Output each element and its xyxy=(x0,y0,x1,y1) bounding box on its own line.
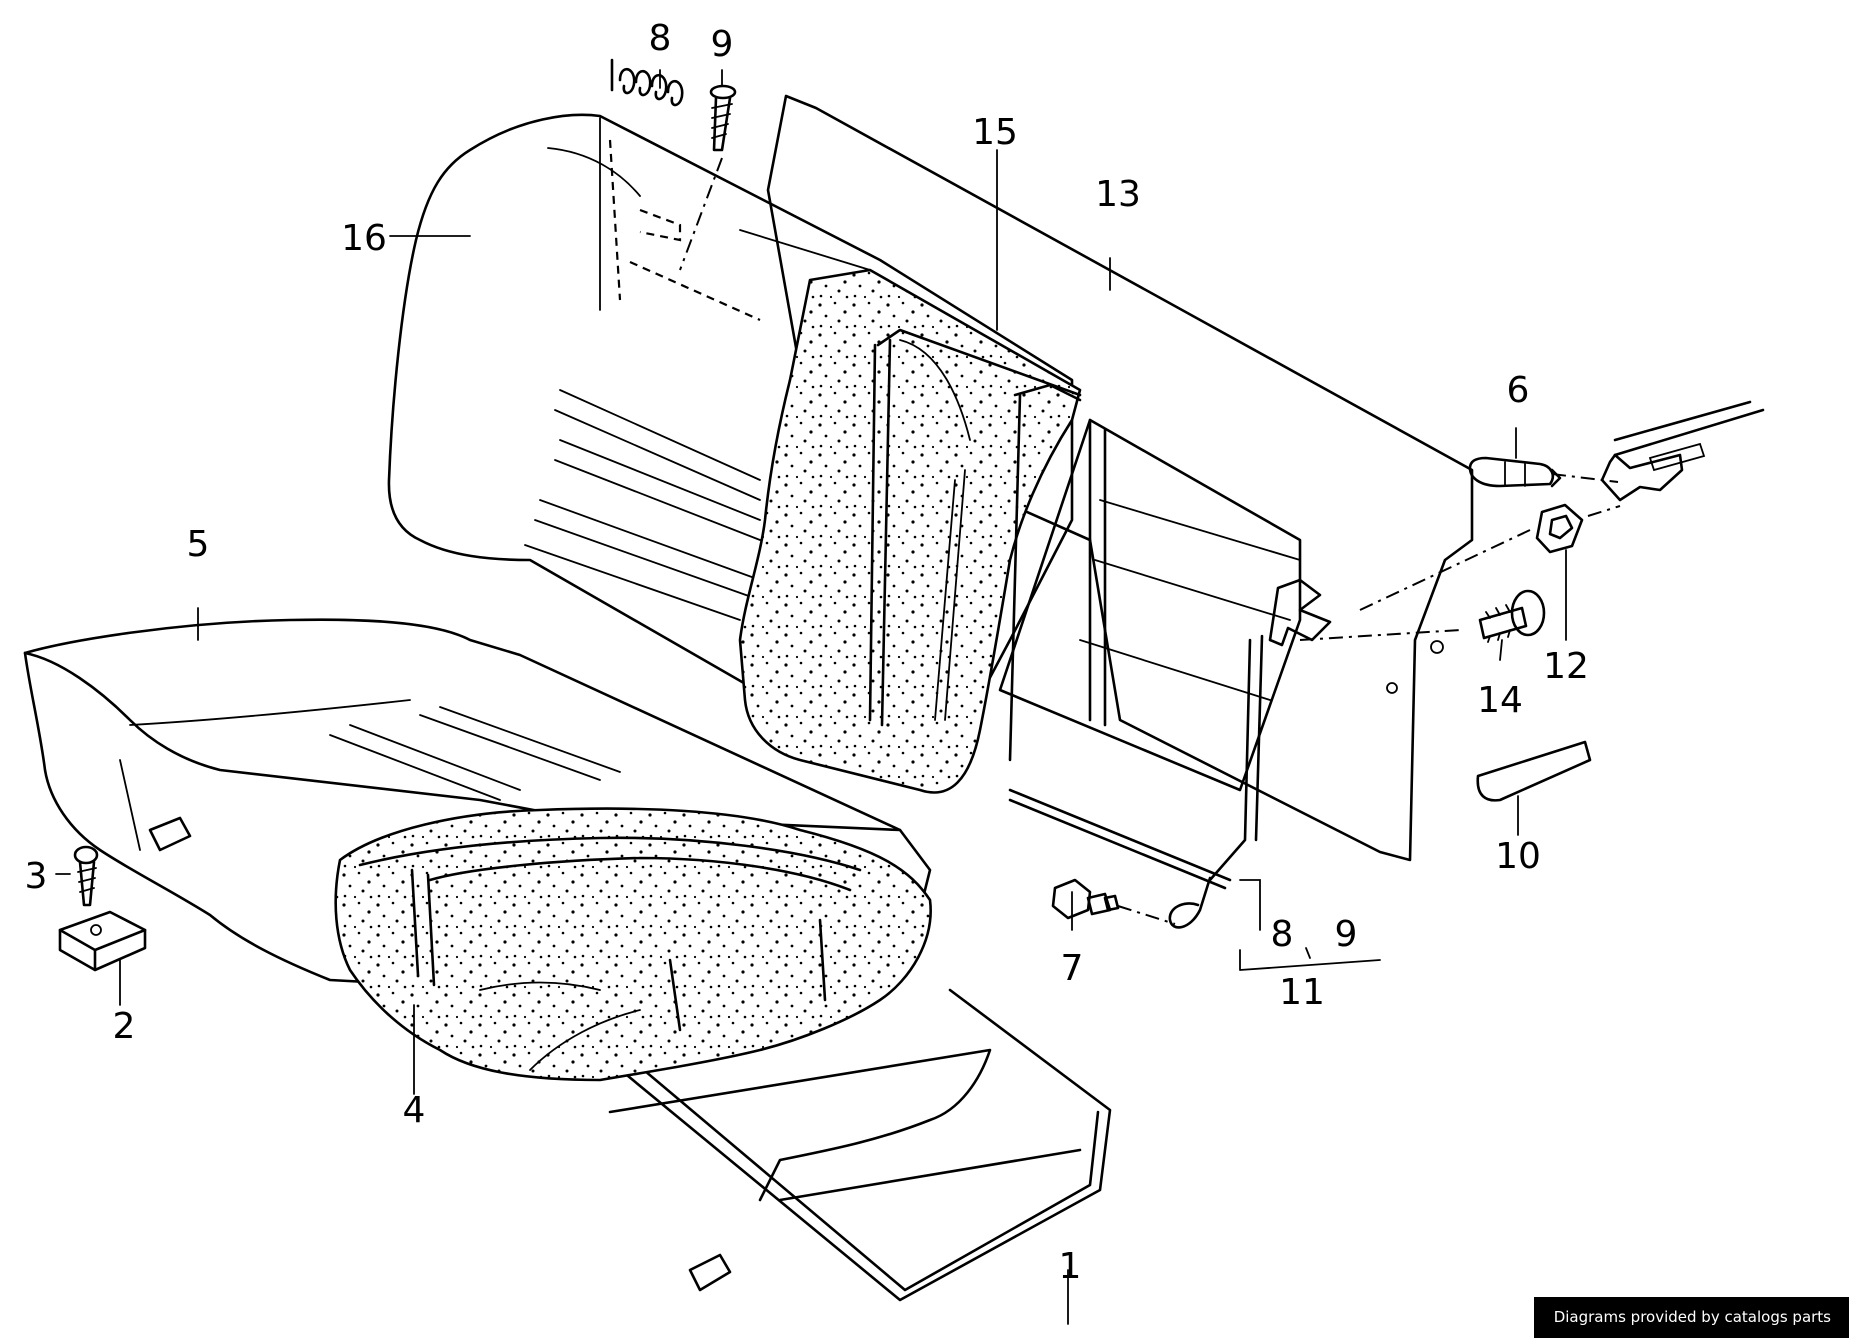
label-9-bottom: 9 xyxy=(1335,914,1358,955)
part-labels: 1 2 3 4 5 6 7 8 9 8 9 10 11 12 13 14 15 … xyxy=(25,18,1589,1287)
label-16: 16 xyxy=(341,218,387,259)
side-rail xyxy=(1600,400,1765,502)
seat-frame xyxy=(148,816,1112,1302)
label-10: 10 xyxy=(1495,836,1541,877)
backrest-frame xyxy=(998,418,1332,929)
leader-lines xyxy=(55,69,1621,1325)
label-8-bottom: 8 xyxy=(1271,914,1294,955)
label-4: 4 xyxy=(403,1090,426,1131)
label-11: 11 xyxy=(1279,972,1325,1013)
trim-strip xyxy=(1476,740,1592,802)
label-1: 1 xyxy=(1059,1246,1082,1287)
push-rivet xyxy=(1478,589,1546,643)
label-13: 13 xyxy=(1095,174,1141,215)
label-2: 2 xyxy=(113,1006,136,1047)
spring-clip xyxy=(610,58,684,107)
label-9-top: 9 xyxy=(711,24,734,65)
label-6: 6 xyxy=(1507,370,1530,411)
credit-badge: Diagrams provided by catalogs parts xyxy=(1533,1297,1849,1338)
label-3: 3 xyxy=(25,856,48,897)
label-8-top: 8 xyxy=(649,18,672,59)
label-7: 7 xyxy=(1061,948,1084,989)
wood-screw xyxy=(709,84,737,152)
backrest-foam xyxy=(738,268,1082,794)
label-14: 14 xyxy=(1477,680,1523,721)
cap-plug xyxy=(1468,456,1562,488)
seat-bracket xyxy=(58,910,147,972)
label-15: 15 xyxy=(972,112,1018,153)
backrest-cover xyxy=(387,113,1074,792)
seat-cushion-foam xyxy=(334,807,932,1082)
retaining-clip xyxy=(1535,503,1584,554)
label-5: 5 xyxy=(187,524,210,565)
label-12: 12 xyxy=(1543,646,1589,687)
tapping-screw xyxy=(73,845,99,907)
pivot-bolt xyxy=(1051,878,1176,925)
